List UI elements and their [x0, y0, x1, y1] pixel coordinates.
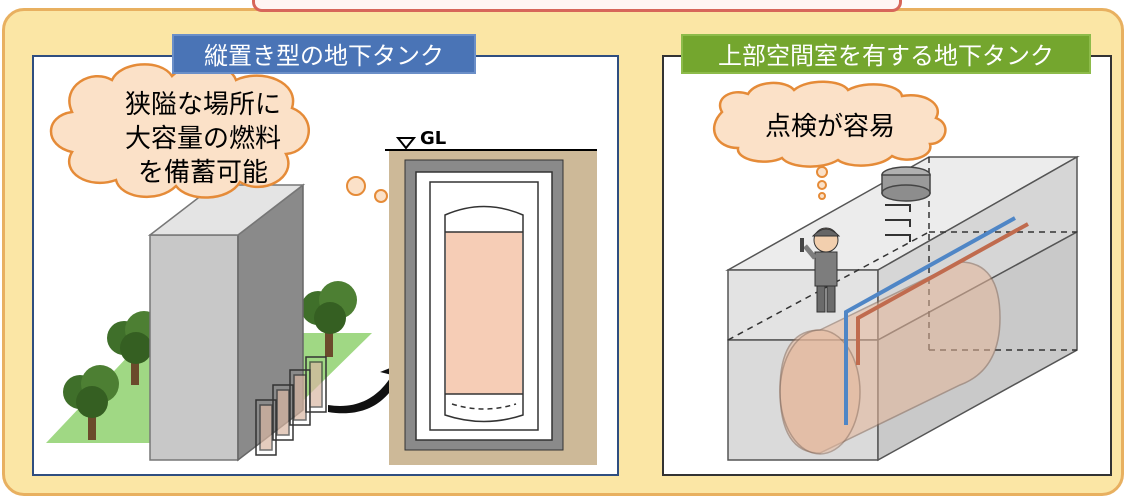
thought-cloud-right [712, 80, 947, 168]
gl-marker-icon [395, 137, 417, 150]
tank-cross-section [385, 137, 597, 465]
cloud-line: 狭隘な場所に [124, 90, 281, 120]
cloud-line: を備蓄可能 [137, 158, 268, 188]
thought-cloud-left [49, 63, 310, 199]
fuel-level [446, 232, 522, 394]
thought-dot [346, 176, 366, 196]
thought-dot [374, 189, 388, 203]
tree-icon [63, 365, 119, 440]
right-panel-title: 上部空間室を有する地下タンク [681, 34, 1091, 74]
thought-dot [818, 192, 826, 200]
cloud-line: 大容量の燃料 [124, 124, 281, 154]
inspector-worker-icon [800, 227, 841, 313]
left-cloud-text: 狭隘な場所に 大容量の燃料 を備蓄可能 [78, 88, 328, 190]
tank-units [255, 356, 327, 456]
top-banner-edge [252, 0, 902, 12]
ground-level-label: GL [420, 128, 447, 149]
thought-dot [816, 166, 828, 178]
underground-tank-box [725, 155, 1080, 462]
thought-dot [817, 180, 827, 190]
right-cloud-text: 点検が容易 [764, 112, 895, 142]
left-panel-title: 縦置き型の地下タンク [172, 34, 476, 74]
tree-icon [301, 281, 357, 357]
